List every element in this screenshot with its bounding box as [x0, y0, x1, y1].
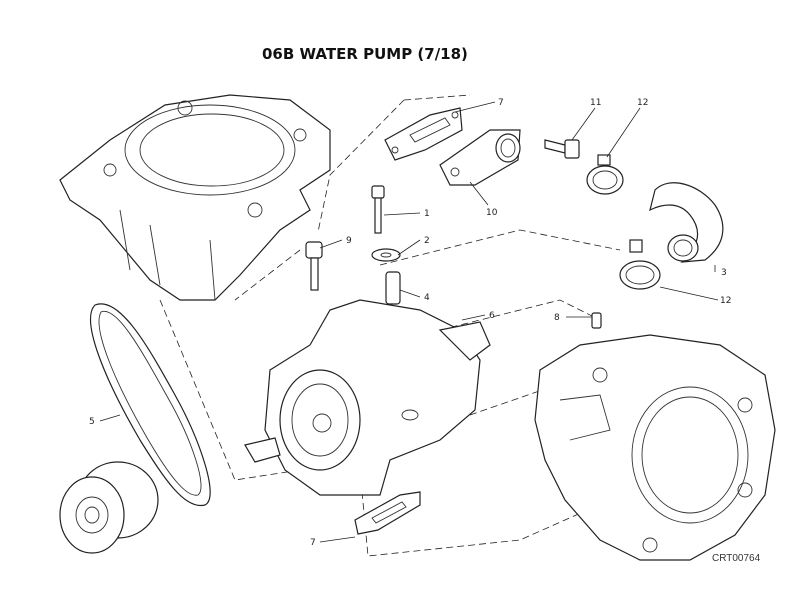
- water-pump-part: [244, 299, 491, 496]
- callout-12-bottom: 12: [720, 296, 731, 306]
- elbow-fitting-part: [439, 129, 521, 186]
- dowel-8-part: [591, 312, 602, 329]
- coolant-hose-part: [649, 182, 724, 263]
- pulley-part: [59, 461, 159, 554]
- hose-clamp-top-part: [586, 154, 624, 195]
- callout-6: 6: [489, 311, 495, 321]
- callout-8: 8: [554, 313, 560, 323]
- cylinder-part: [59, 94, 331, 301]
- callout-1: 1: [424, 209, 430, 219]
- callout-7-bottom: 7: [310, 538, 316, 548]
- callout-7-top: 7: [498, 98, 504, 108]
- leader-lines: [99, 101, 719, 543]
- drawing-code: CRT00764: [712, 553, 761, 564]
- diagram-title: 06B WATER PUMP (7/18): [262, 45, 468, 63]
- screw-9-part: [305, 241, 323, 291]
- callout-11: 11: [590, 98, 601, 108]
- crankcase-part: [534, 334, 776, 561]
- stud-4-part: [385, 271, 401, 305]
- callout-12-top: 12: [637, 98, 648, 108]
- assembly-dash-lines: [159, 94, 621, 557]
- washer-2-part: [371, 248, 401, 262]
- callout-10: 10: [486, 208, 498, 218]
- callout-4: 4: [424, 293, 430, 303]
- callout-2: 2: [424, 236, 430, 246]
- callout-3: 3: [721, 268, 727, 278]
- gasket-top-part: [384, 107, 463, 161]
- screw-11-part: [544, 139, 580, 159]
- drive-belt-part: [90, 303, 211, 507]
- callout-9: 9: [346, 236, 352, 246]
- gasket-bottom-part: [354, 491, 421, 535]
- screw-1-part: [371, 185, 385, 234]
- callout-5: 5: [89, 417, 95, 427]
- hose-clamp-bottom-part: [619, 239, 661, 290]
